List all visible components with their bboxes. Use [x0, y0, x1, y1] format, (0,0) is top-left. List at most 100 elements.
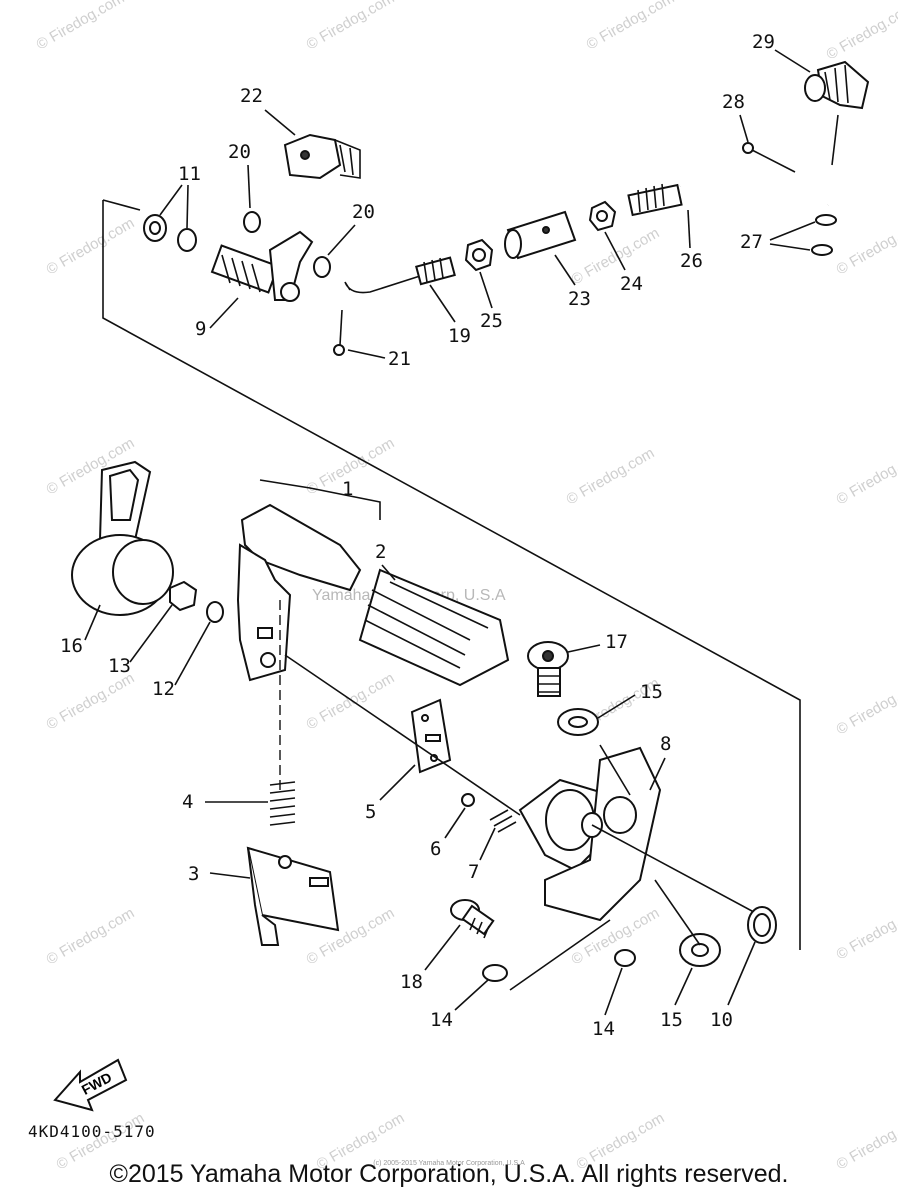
- leader-line: [424, 924, 461, 971]
- leader-line: [727, 941, 756, 1006]
- watermark: © Firedog.com: [834, 674, 898, 738]
- leader-line: [769, 221, 816, 251]
- callout-16: 16: [60, 635, 83, 657]
- washer-20b: [313, 256, 331, 278]
- leader-line: [687, 209, 691, 249]
- leader-line: [429, 284, 456, 323]
- leader-line: [831, 114, 839, 166]
- nut-hole: [472, 248, 486, 262]
- callout-22: 22: [240, 85, 263, 107]
- pin-head: [333, 344, 345, 356]
- leader-line: [247, 164, 251, 209]
- callout-19: 19: [448, 325, 471, 347]
- cable-end-29: [804, 60, 870, 110]
- leader-line: [379, 764, 416, 801]
- callout-9: 9: [195, 318, 206, 340]
- shift-lever-group: [71, 460, 777, 991]
- watermark: © Firedog.com: [834, 444, 898, 508]
- leader-line: [654, 879, 701, 946]
- callout-8: 8: [660, 733, 671, 755]
- callout-28: 28: [722, 91, 745, 113]
- watermark: © Firedog.com: [834, 899, 898, 963]
- callout-29: 29: [752, 31, 775, 53]
- collar-16: [71, 460, 174, 616]
- washer-12: [206, 601, 224, 623]
- leader-line: [567, 644, 601, 653]
- watermark: © Firedog.com: [564, 444, 658, 508]
- watermark: © Firedog.com: [44, 669, 138, 733]
- leader-line: [599, 744, 631, 796]
- callout-20: 20: [228, 141, 251, 163]
- throttle-linkage-group: [143, 60, 870, 356]
- callout-21: 21: [388, 348, 411, 370]
- watermark: © Firedog.com: [824, 0, 898, 63]
- callout-26: 26: [680, 250, 703, 272]
- watermark: © Firedog.com: [584, 0, 678, 53]
- leader-line: [597, 694, 636, 719]
- callout-10: 10: [710, 1009, 733, 1031]
- assembly-outline: [102, 199, 801, 950]
- leader-line: [327, 224, 356, 256]
- leader-line: [674, 967, 693, 1006]
- leader-line: [209, 297, 239, 329]
- leader-line: [159, 184, 189, 229]
- leader-line: [284, 654, 521, 816]
- washer-11b: [177, 228, 197, 252]
- spring-7: [489, 809, 517, 833]
- callout-5: 5: [365, 801, 376, 823]
- leader-line: [554, 254, 576, 286]
- figure-code: 4KD4100-5170: [28, 1122, 156, 1141]
- leader-line: [649, 757, 666, 791]
- leader-line: [209, 872, 251, 879]
- leader-line: [604, 967, 623, 1016]
- copyright: ©2015 Yamaha Motor Corporation, U.S.A. A…: [109, 1160, 789, 1188]
- fwd-arrow: FWD: [53, 1058, 128, 1112]
- washer-hole: [568, 716, 588, 728]
- callout-6: 6: [430, 838, 441, 860]
- leader-line: [264, 109, 296, 136]
- rod-19: [344, 256, 456, 294]
- washer-hole: [691, 943, 709, 957]
- shift-lever-1: [236, 503, 362, 790]
- bracket-3: [246, 846, 340, 946]
- watermark: © Firedog.com: [304, 0, 398, 53]
- leader-line: [381, 564, 396, 581]
- pin-head: [742, 142, 754, 154]
- pivot-housing-8: [518, 746, 766, 922]
- leader-line: [509, 919, 611, 991]
- washer-27b: [811, 244, 833, 256]
- callout-24: 24: [620, 273, 643, 295]
- watermark: © Firedog.com: [44, 214, 138, 278]
- copyright-small: (c) 2005-2015 Yamaha Motor Corporation, …: [373, 1160, 525, 1167]
- watermark: © Firedog.com: [834, 214, 898, 278]
- callout-23: 23: [568, 288, 591, 310]
- callout-14b: 14: [592, 1018, 615, 1040]
- nut-hole: [596, 210, 608, 222]
- leader-line: [129, 604, 173, 663]
- rod-26: [627, 166, 842, 217]
- washer-27: [815, 214, 837, 226]
- leader-line: [444, 807, 466, 839]
- callout-17: 17: [605, 631, 628, 653]
- plate-5: [410, 698, 452, 774]
- pin-21: [339, 309, 343, 346]
- washer-14: [482, 964, 508, 982]
- leader-line: [604, 231, 626, 271]
- watermark: © Firedog.com: [304, 669, 398, 733]
- watermark: © Firedog.com: [44, 904, 138, 968]
- callout-11: 11: [178, 163, 201, 185]
- leader-line: [479, 271, 493, 309]
- callout-20b: 20: [352, 201, 375, 223]
- callout-7: 7: [468, 861, 479, 883]
- pedal-rubber-2: [358, 568, 510, 687]
- callout-3: 3: [188, 863, 199, 885]
- callout-12: 12: [152, 678, 175, 700]
- spring-4: [269, 781, 296, 826]
- callout-labels: 29 28 22 20 11 20 9 19 21 25 23 24 26 27…: [60, 31, 816, 1040]
- leader-line: [774, 49, 811, 73]
- leader-line: [84, 604, 101, 641]
- callout-2: 2: [375, 541, 386, 563]
- lever-shaft-9: [210, 230, 314, 302]
- callout-15: 15: [640, 681, 663, 703]
